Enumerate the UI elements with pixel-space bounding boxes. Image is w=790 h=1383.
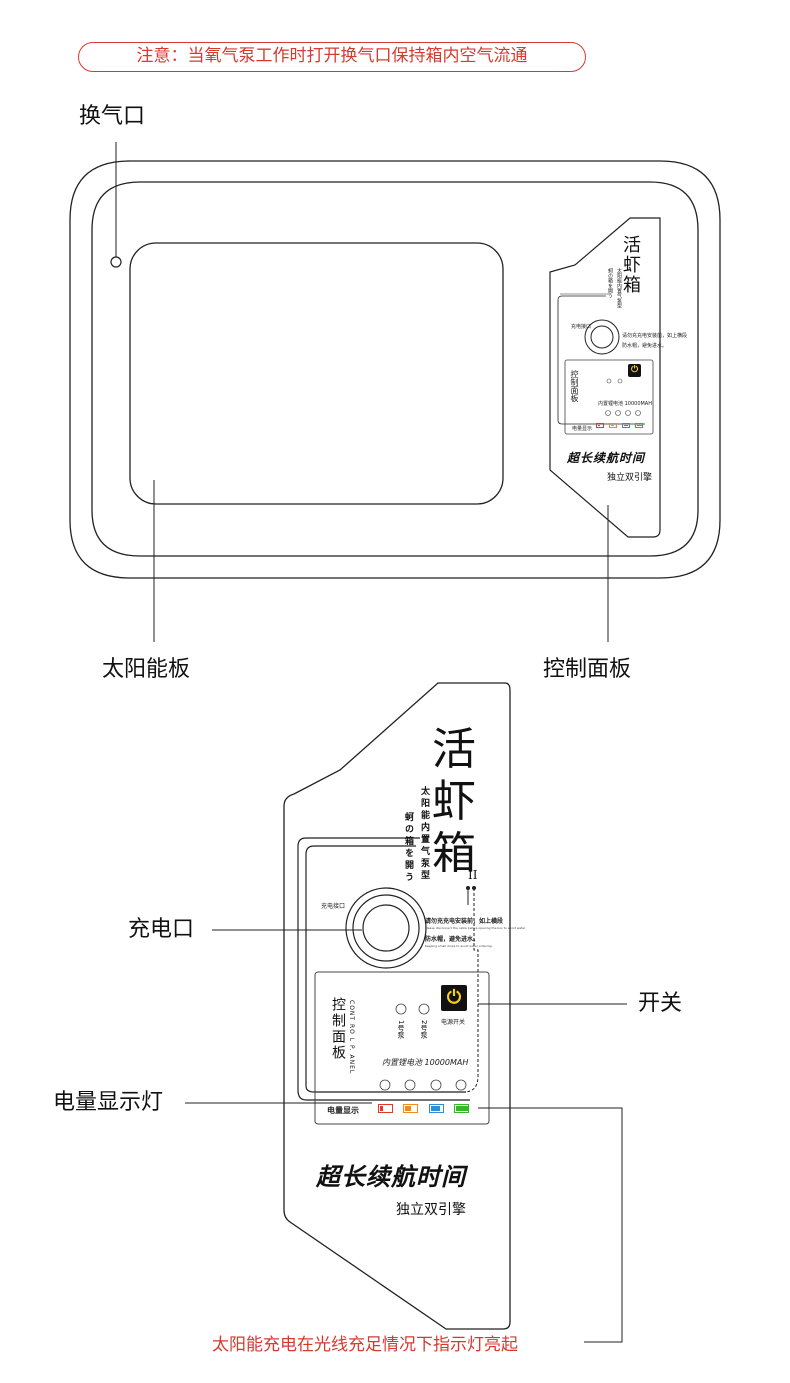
battery-indicator-row	[378, 1104, 478, 1114]
small-battery-orange	[611, 425, 614, 426]
panel-title: 控制面板	[330, 997, 346, 1061]
charge-port-inner	[362, 904, 410, 952]
solar-panel-outline	[129, 242, 504, 505]
small-port-inner	[590, 325, 614, 349]
box-outer-outline	[69, 160, 721, 579]
battery-orange	[405, 1106, 411, 1111]
control-box-outline	[314, 971, 490, 1125]
warning-line-1: 请勿充充电安装前，如上横段	[425, 918, 504, 925]
slogan: 超长续航时间	[316, 1163, 466, 1191]
battery-indicator-label: 电量显示灯	[53, 1090, 164, 1115]
title-char-2: 虾	[432, 776, 476, 827]
solar-panel-label: 太阳能板	[102, 657, 191, 682]
small-subtitle-2: 蚵の箱を開う	[607, 268, 613, 298]
pump-1-label: 1号泵	[397, 1020, 405, 1039]
small-title: 活 虾 箱	[623, 235, 641, 296]
model-mark: II	[468, 868, 478, 882]
vent-label: 换气口	[79, 104, 146, 129]
notice-banner: 注意：当氧气泵工作时打开换气口保持箱内空气流通	[78, 42, 586, 72]
small-panel-title: 控制面板	[570, 370, 579, 402]
vent-hole	[110, 256, 122, 268]
small-battery-red	[598, 425, 600, 426]
subtitle-col-2: 蚵の箱を開う	[403, 812, 413, 884]
title-char-3: 箱	[432, 828, 476, 879]
small-warning-1: 请勿充充电安装前，如上横段	[622, 333, 688, 339]
small-battery-label: 电量显示	[572, 426, 593, 432]
small-port-label: 充电接口	[571, 324, 592, 330]
engine-text: 独立双引擎	[396, 1202, 466, 1218]
warning-line-2-en: Keeping small drops to avoid water enter…	[425, 944, 493, 948]
title-char-1: 活	[432, 724, 476, 775]
battery-red	[380, 1106, 383, 1111]
small-battery-text: 内置锂电池 10000MAH	[598, 401, 652, 407]
charge-port-outer	[345, 887, 427, 969]
warning-line-1-en: Please disconnect the cable before openi…	[425, 926, 526, 930]
small-subtitle: 太阳能内置气泵型	[616, 268, 622, 308]
small-panel-outline	[549, 217, 661, 538]
power-switch-label: 电源开关	[441, 1019, 466, 1026]
small-battery-row	[596, 423, 648, 429]
solar-charging-note: 太阳能充电在光线充足情况下指示灯亮起	[212, 1335, 518, 1355]
small-battery-green	[637, 425, 643, 426]
charge-port-mid	[352, 894, 420, 962]
small-engine-text: 独立双引擎	[607, 473, 653, 483]
small-battery-blue	[624, 425, 628, 426]
small-port-outer	[584, 319, 620, 355]
charge-port-text: 充电接口	[321, 903, 346, 910]
small-panel-inner-box	[564, 359, 654, 435]
battery-green	[456, 1106, 469, 1111]
control-panel-label: 控制面板	[543, 657, 632, 682]
box-inner-outline	[91, 181, 699, 557]
panel-title-en: CONT RO L P. ANEL	[348, 1000, 355, 1075]
warning-line-2: 防水帽，避免进水。	[425, 936, 480, 943]
charge-port-label: 充电口	[128, 917, 195, 942]
battery-display-label: 电量显示	[327, 1106, 359, 1115]
small-warning-2: 防水帽，避免进水。	[622, 343, 668, 349]
device-title: 活 虾 箱	[432, 724, 476, 880]
subtitle-col-1: 太阳能内置气泵型	[419, 786, 429, 882]
large-panel-outline	[283, 682, 511, 1330]
pump-2-label: 2号泵	[420, 1020, 428, 1039]
power-icon[interactable]: ⏻	[441, 985, 467, 1011]
switch-label: 开关	[638, 991, 683, 1016]
small-power-icon: ⏻	[628, 364, 641, 377]
small-slogan: 超长续航时间	[567, 451, 646, 465]
battery-capacity-text: 内置锂电池 10000MAH	[382, 1058, 469, 1067]
battery-blue	[431, 1106, 440, 1111]
